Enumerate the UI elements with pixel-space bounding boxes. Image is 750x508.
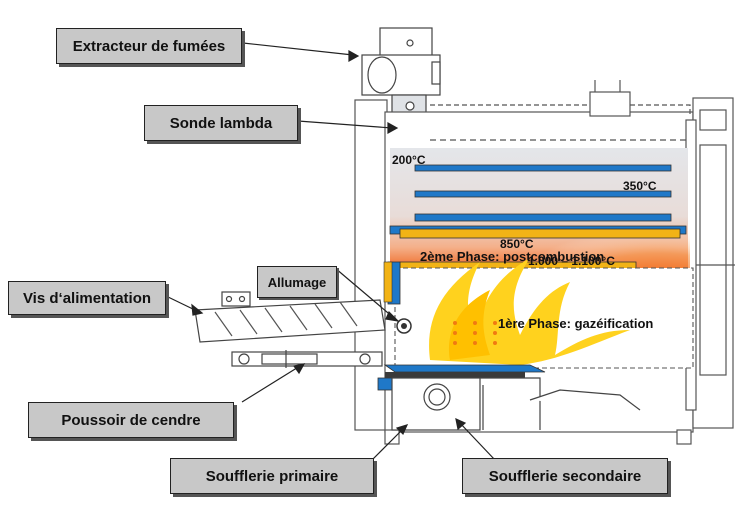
- burner-grate: [453, 321, 497, 345]
- phase-1-label: 1ère Phase: gazéification: [498, 316, 654, 331]
- flames: [429, 258, 630, 365]
- callout-soufflerie-primaire: Soufflerie primaire: [170, 458, 374, 494]
- callout-extracteur: Extracteur de fumées: [56, 28, 242, 64]
- callout-vis-alimentation: Vis d‘alimentation: [8, 281, 166, 315]
- leader-lines: [165, 42, 496, 465]
- ash-pusher-rail: [231, 350, 383, 368]
- phase-2-label: 2ème Phase: postcombustion: [420, 249, 605, 264]
- callout-soufflerie-secondaire: Soufflerie secondaire: [462, 458, 668, 494]
- ignition-element: [396, 318, 412, 334]
- feed-channel-hot: [383, 261, 393, 303]
- temp-850: 850°C: [500, 237, 534, 251]
- callout-sonde-lambda: Sonde lambda: [144, 105, 298, 141]
- temp-200: 200°C: [392, 153, 426, 167]
- feed-auger: [194, 291, 386, 343]
- temp-1000: 1.000 – 1.100°C: [528, 254, 615, 268]
- callout-allumage: Allumage: [257, 266, 337, 298]
- callout-poussoir-cendre: Poussoir de cendre: [28, 402, 234, 438]
- ash-tray: [377, 364, 546, 391]
- blower-housings: [391, 377, 641, 431]
- flue-extractor: [361, 27, 441, 96]
- temp-350: 350°C: [623, 179, 657, 193]
